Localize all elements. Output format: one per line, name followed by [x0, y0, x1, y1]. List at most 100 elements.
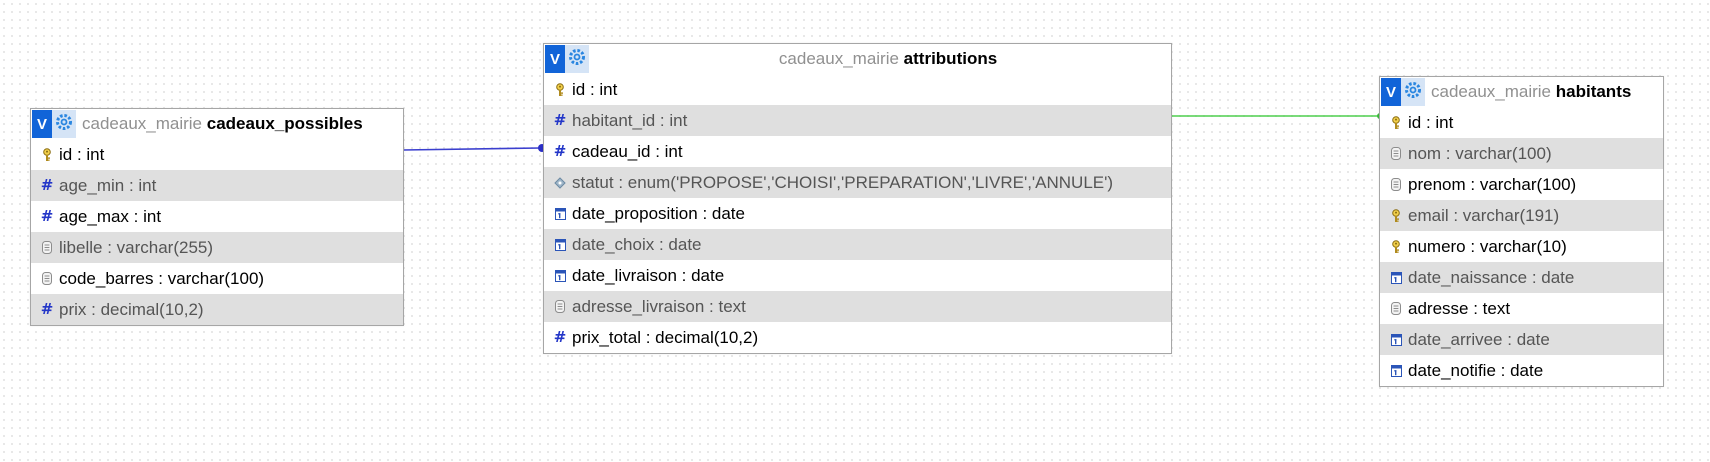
- key-icon: [1387, 208, 1405, 223]
- column-name: prenom: [1408, 175, 1466, 194]
- key-icon: [1387, 239, 1405, 254]
- column-type: int: [664, 142, 683, 161]
- table-header[interactable]: V cadeaux_mairie habitants: [1380, 77, 1663, 107]
- column-name: prix: [59, 300, 87, 319]
- column-name: libelle: [59, 238, 103, 257]
- table-title: cadeaux_mairie habitants: [1431, 82, 1631, 102]
- column-separator: :: [1465, 175, 1480, 194]
- key-icon: [1387, 115, 1405, 130]
- column-row-cadeau-id[interactable]: #cadeau_id : int: [544, 136, 1171, 167]
- toggle-columns-button[interactable]: V: [545, 45, 565, 73]
- gear-icon: [568, 48, 586, 71]
- column-row-habitant-id[interactable]: # habitant_id : int: [544, 105, 1171, 136]
- table-title: cadeaux_mairie cadeaux_possibles: [82, 114, 363, 134]
- column-name: code_barres: [59, 269, 154, 288]
- number-icon: #: [553, 142, 567, 160]
- column-separator: :: [1448, 206, 1463, 225]
- column-name: cadeau_id: [572, 142, 651, 161]
- number-icon: #: [40, 207, 54, 225]
- column-name: age_min: [59, 176, 125, 195]
- column-row-code-barres[interactable]: code_barres : varchar(100): [31, 263, 403, 294]
- column-type: int: [669, 111, 688, 130]
- column-separator: :: [1421, 113, 1436, 132]
- column-type: varchar(10): [1479, 237, 1567, 256]
- column-name: age_max: [59, 207, 129, 226]
- column-type: decimal(10,2): [100, 300, 204, 319]
- toggle-columns-button[interactable]: V: [1381, 78, 1401, 106]
- table-name: attributions: [903, 49, 998, 68]
- column-row-id[interactable]: id : int: [544, 74, 1171, 105]
- column-type: int: [138, 176, 157, 195]
- column-row-id[interactable]: id : int: [31, 139, 403, 170]
- column-row-date-proposition[interactable]: date_proposition : date: [544, 198, 1171, 229]
- table-header[interactable]: V cadeaux_mairie attributions: [544, 44, 1171, 74]
- column-name: date_choix: [572, 235, 655, 254]
- table-options-button[interactable]: [565, 45, 589, 73]
- table-name: habitants: [1555, 82, 1632, 101]
- column-row-adresse[interactable]: adresse : text: [1380, 293, 1663, 324]
- column-type: int: [1435, 113, 1454, 132]
- date-icon: [1387, 333, 1405, 346]
- column-row-date-naissance[interactable]: date_naissance : date: [1380, 262, 1663, 293]
- date-icon: [551, 269, 569, 282]
- column-row-prenom[interactable]: prenom : varchar(100): [1380, 169, 1663, 200]
- column-separator: :: [153, 269, 168, 288]
- column-separator: :: [613, 173, 628, 192]
- column-row-adresse-livraison[interactable]: adresse_livraison : text: [544, 291, 1171, 322]
- column-type: varchar(100): [167, 269, 265, 288]
- column-row-libelle[interactable]: libelle : varchar(255): [31, 232, 403, 263]
- table-attributions[interactable]: V cadeaux_mairie attributions id : int # h…: [543, 43, 1172, 354]
- column-name: date_proposition: [572, 204, 698, 223]
- number-icon: #: [553, 328, 567, 346]
- number-icon: #: [40, 300, 54, 318]
- column-row-numero[interactable]: numero : varchar(10): [1380, 231, 1663, 262]
- date-icon: [1387, 364, 1405, 377]
- column-row-id[interactable]: id : int: [1380, 107, 1663, 138]
- date-icon: [1387, 271, 1405, 284]
- column-type: date: [691, 266, 725, 285]
- column-type: text: [1482, 299, 1511, 318]
- column-name: date_notifie: [1408, 361, 1496, 380]
- column-separator: :: [697, 204, 712, 223]
- column-row-age-max[interactable]: #age_max : int: [31, 201, 403, 232]
- column-row-date-choix[interactable]: date_choix : date: [544, 229, 1171, 260]
- column-row-nom[interactable]: nom : varchar(100): [1380, 138, 1663, 169]
- table-options-button[interactable]: [1401, 78, 1425, 106]
- text-icon: [38, 272, 56, 285]
- table-cadeaux-possibles[interactable]: V cadeaux_mairie cadeaux_possibles id : …: [30, 108, 404, 326]
- table-options-button[interactable]: [52, 110, 76, 138]
- number-icon: #: [553, 111, 567, 129]
- text-icon: [1387, 147, 1405, 160]
- column-separator: :: [124, 176, 139, 195]
- column-row-prix-total[interactable]: #prix_total : decimal(10,2): [544, 322, 1171, 353]
- column-row-statut[interactable]: statut : enum('PROPOSE','CHOISI','PREPAR…: [544, 167, 1171, 198]
- column-name: adresse: [1408, 299, 1469, 318]
- database-name: cadeaux_mairie: [1431, 82, 1552, 101]
- column-separator: :: [102, 238, 117, 257]
- column-separator: :: [1527, 268, 1542, 287]
- column-list: id : int # habitant_id : int # cadeau_id : i…: [544, 74, 1171, 353]
- column-row-date-arrivee[interactable]: date_arrivee : date: [1380, 324, 1663, 355]
- column-row-age-min[interactable]: # age_min : int: [31, 170, 403, 201]
- column-separator: :: [655, 111, 670, 130]
- table-header[interactable]: V cadeaux_mairie cadeaux_possibles: [31, 109, 403, 139]
- column-name: habitant_id: [572, 111, 656, 130]
- column-separator: :: [128, 207, 144, 226]
- toggle-columns-button[interactable]: V: [32, 110, 52, 138]
- column-row-date-notifie[interactable]: date_notifie : date: [1380, 355, 1663, 386]
- column-row-prix[interactable]: # prix : decimal(10,2): [31, 294, 403, 325]
- column-row-email[interactable]: email : varchar(191): [1380, 200, 1663, 231]
- column-type: varchar(255): [116, 238, 214, 257]
- text-icon: [551, 300, 569, 313]
- column-separator: :: [86, 300, 101, 319]
- column-name: id: [59, 145, 73, 164]
- text-icon: [1387, 302, 1405, 315]
- column-name: statut: [572, 173, 614, 192]
- column-separator: :: [1502, 330, 1517, 349]
- number-icon: #: [40, 176, 54, 194]
- column-row-date-livraison[interactable]: date_livraison : date: [544, 260, 1171, 291]
- column-separator: :: [1468, 299, 1483, 318]
- column-type: date: [1510, 361, 1544, 380]
